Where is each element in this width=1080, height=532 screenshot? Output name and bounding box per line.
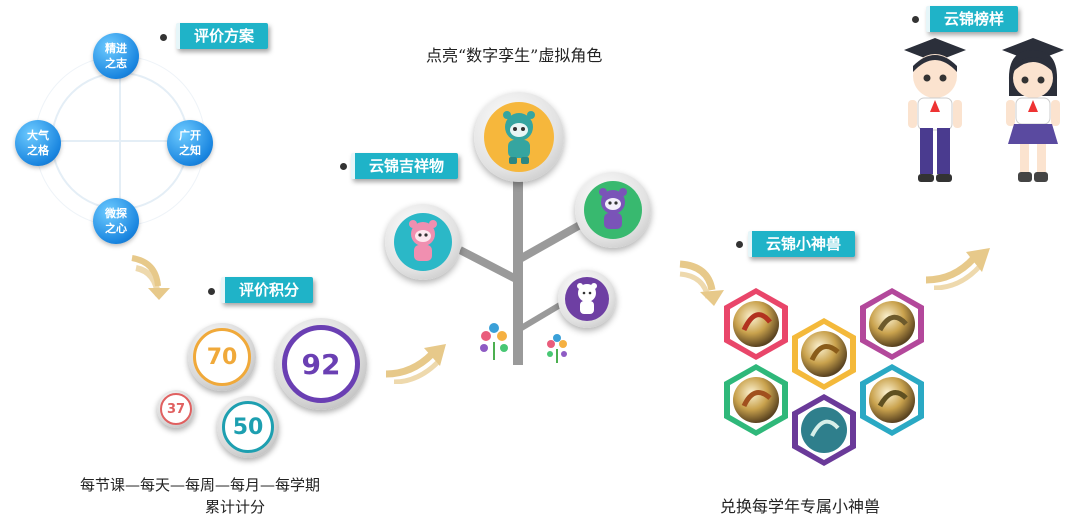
- mascot-pink-disc: [385, 204, 461, 280]
- arrow-to-models: [925, 248, 990, 290]
- teal-mascot-icon: [503, 111, 535, 164]
- plan-tag: 评价方案: [176, 23, 269, 49]
- flower-icon-right: [547, 334, 567, 363]
- cycle-bubble-bottom: 微探之心: [93, 198, 139, 244]
- model-tag: 云锦榜样: [926, 6, 1019, 32]
- score-caption-line1: 每节课—每天—每周—每月—每学期: [80, 476, 321, 494]
- cycle-bubble-right: 广开之知: [167, 120, 213, 166]
- model-tag-dot: [912, 16, 919, 23]
- score-caption-line2: 累计计分: [205, 498, 266, 516]
- beast-hex-teal: [860, 364, 924, 436]
- score-gauge-92: 92: [275, 318, 367, 410]
- beast-tag-dot: [736, 241, 743, 248]
- points-tag-dot: [208, 288, 215, 295]
- mascot-white-disc: [558, 270, 616, 328]
- beast-hexagons: [724, 288, 924, 466]
- curved-arrow-down: [131, 255, 170, 300]
- score-50: 50: [232, 414, 264, 440]
- arrow-to-tree: [385, 344, 446, 384]
- score-gauge-70: 70: [188, 323, 256, 391]
- score-70: 70: [206, 344, 238, 370]
- beast-tag: 云锦小神兽: [748, 231, 856, 257]
- student-boy-icon: [904, 38, 966, 182]
- beast-hex-violet: [792, 394, 856, 466]
- exchange-caption: 兑换每学年专属小神兽: [720, 497, 881, 516]
- twin-caption: 点亮“数字孪生”虚拟角色: [426, 46, 603, 65]
- mascot-main-disc: [474, 92, 564, 182]
- beast-hex-purple: [860, 288, 924, 360]
- tree-trunk: [458, 180, 582, 365]
- mascot-tag: 云锦吉祥物: [351, 153, 459, 179]
- score-gauge-37: 37: [157, 390, 195, 428]
- score-37: 37: [166, 401, 186, 417]
- student-girl-icon: [1002, 38, 1064, 182]
- beast-hex-red: [724, 288, 788, 360]
- cycle-bubble-top: 精进之志: [93, 33, 139, 79]
- pink-mascot-icon: [409, 220, 437, 261]
- cycle-bubble-left: 大气之格: [15, 120, 61, 166]
- score-92: 92: [301, 347, 341, 381]
- white-mascot-icon: [577, 283, 597, 314]
- beast-hex-gold: [792, 318, 856, 390]
- arrow-to-beasts: [679, 260, 724, 306]
- mascot-purple-disc: [575, 172, 651, 248]
- plan-tag-dot: [160, 34, 167, 41]
- purple-mascot-icon: [599, 188, 627, 229]
- score-gauge-50: 50: [217, 396, 279, 458]
- mascot-tag-dot: [340, 163, 347, 170]
- beast-hex-green: [724, 364, 788, 436]
- flower-icon-left: [480, 323, 508, 360]
- points-tag: 评价积分: [221, 277, 314, 303]
